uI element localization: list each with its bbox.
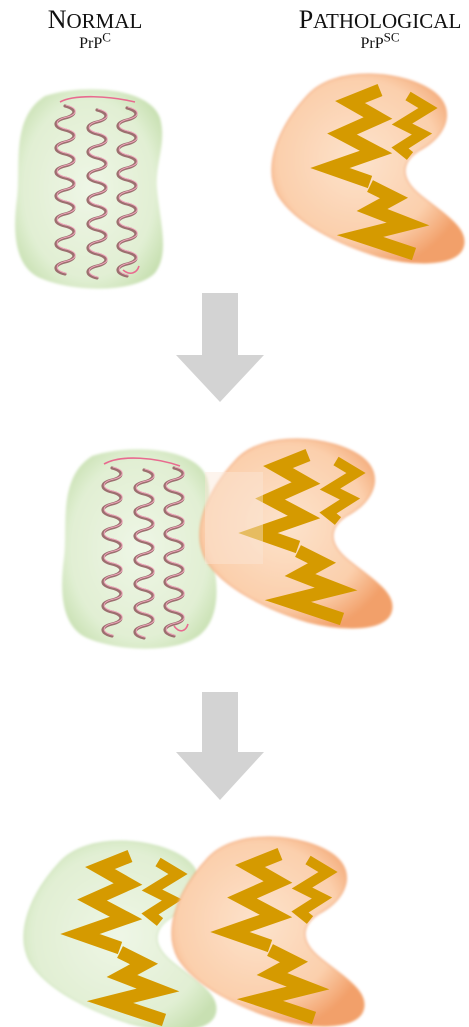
down-arrow-icon: [176, 293, 264, 402]
interaction-stage: [62, 439, 392, 649]
normal-prp-protein: [15, 89, 163, 288]
normal-prp-protein-converting: [62, 449, 216, 648]
down-arrow-icon: [176, 692, 264, 800]
pathological-prpsc-protein: [272, 74, 464, 263]
